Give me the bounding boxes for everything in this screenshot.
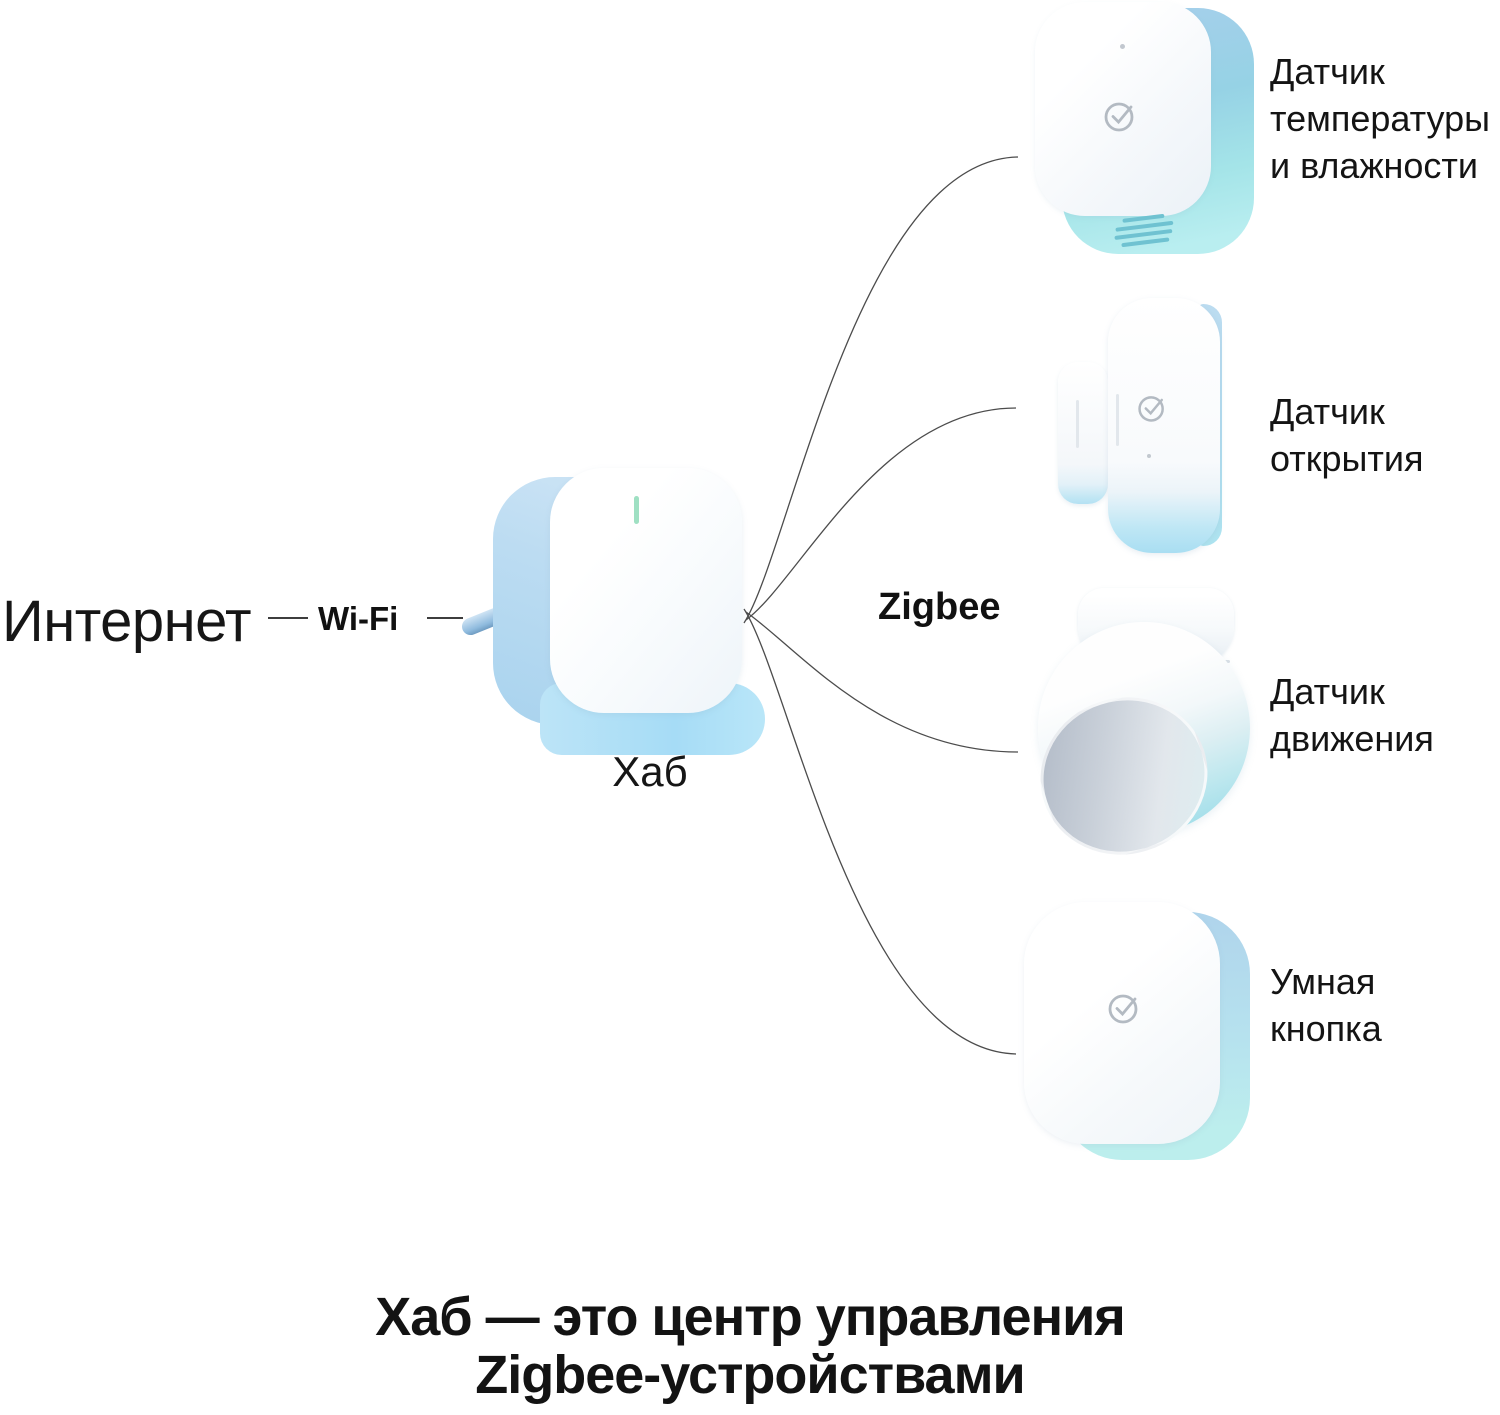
- device-temperature-humidity-sensor: [1032, 0, 1262, 262]
- wifi-label: Wi-Fi: [318, 600, 399, 637]
- opening-sensor-body: [1108, 298, 1220, 553]
- caption: Хаб — это центр управления Zigbee-устрой…: [375, 1287, 1126, 1405]
- temperature-sensor-front-face: [1035, 2, 1211, 216]
- opening-sensor-magnet-bar: [1058, 362, 1108, 504]
- wifi-connector-right-line: [427, 617, 463, 619]
- device-motion-sensor: [1020, 578, 1257, 877]
- device-opening-sensor: [1050, 290, 1240, 565]
- sber-check-icon: [1108, 994, 1138, 1024]
- opening-sensor-magnet-groove: [1076, 400, 1079, 448]
- temperature-sensor-led-dot: [1120, 44, 1125, 49]
- device-label-temperature-humidity: Датчик температуры и влажности: [1270, 51, 1491, 186]
- device-smart-button: [1022, 898, 1257, 1173]
- hub-front-face: [550, 468, 742, 713]
- internet-label: Интернет: [2, 589, 252, 654]
- wifi-connector-left-line: [268, 617, 308, 619]
- device-label-opening: Датчик открытия: [1270, 391, 1424, 479]
- sber-check-icon: [1104, 102, 1134, 132]
- device-label-motion: Датчик движения: [1270, 671, 1434, 759]
- zigbee-label: Zigbee: [878, 586, 1001, 628]
- hub-label: Хаб: [612, 748, 688, 795]
- hub-device: [455, 455, 795, 795]
- device-label-smart-button: Умная кнопка: [1270, 961, 1382, 1049]
- sber-check-icon: [1138, 396, 1164, 422]
- hub-led-indicator: [634, 496, 639, 524]
- opening-sensor-groove: [1116, 394, 1119, 446]
- opening-sensor-led-dot: [1147, 454, 1151, 458]
